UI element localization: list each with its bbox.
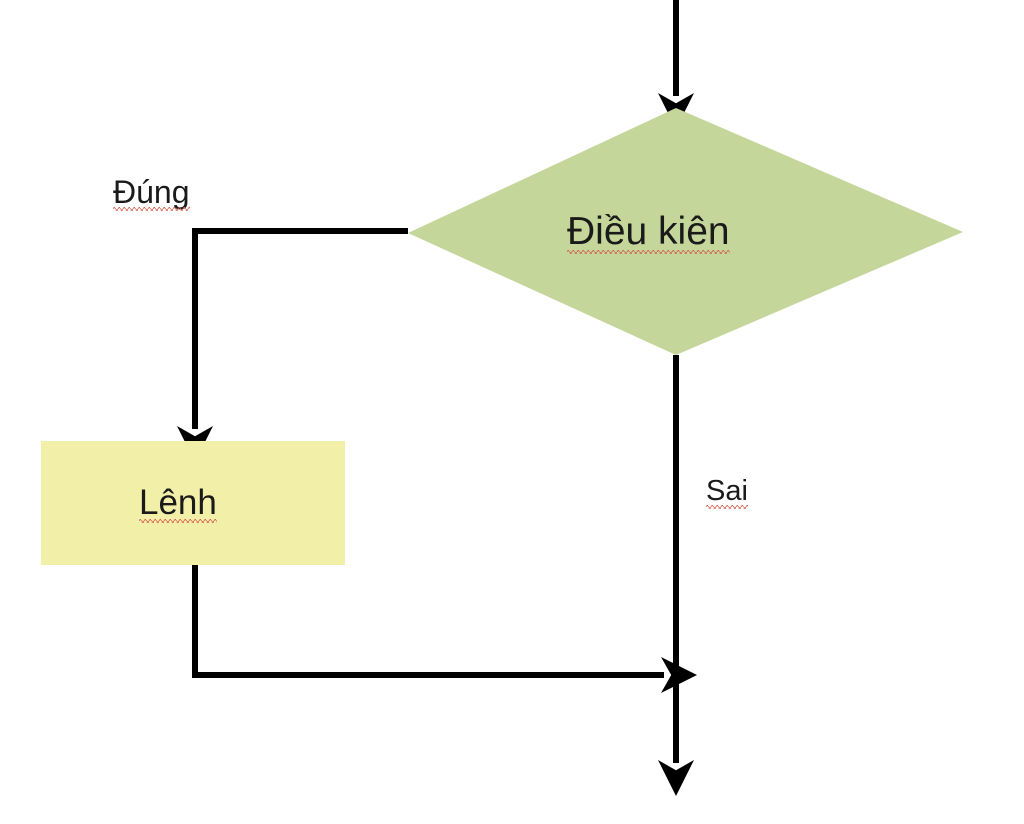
statement-box-label-text: Lênh [139,483,217,523]
false-branch-label-text: Sai [706,475,748,509]
loop-back-edge [192,565,697,693]
true-branch-label: Đúng [113,176,190,211]
false-branch-label: Sai [706,477,748,509]
decision-diamond-shape [408,108,963,355]
true-branch-label-text: Đúng [113,174,190,211]
decision-diamond-label-text: Điều kiên [567,210,730,254]
true-branch-edge [177,228,408,462]
statement-box-shape [41,441,345,565]
statement-box-label: Lênh [139,485,217,523]
decision-diamond-label: Điều kiên [567,212,730,254]
